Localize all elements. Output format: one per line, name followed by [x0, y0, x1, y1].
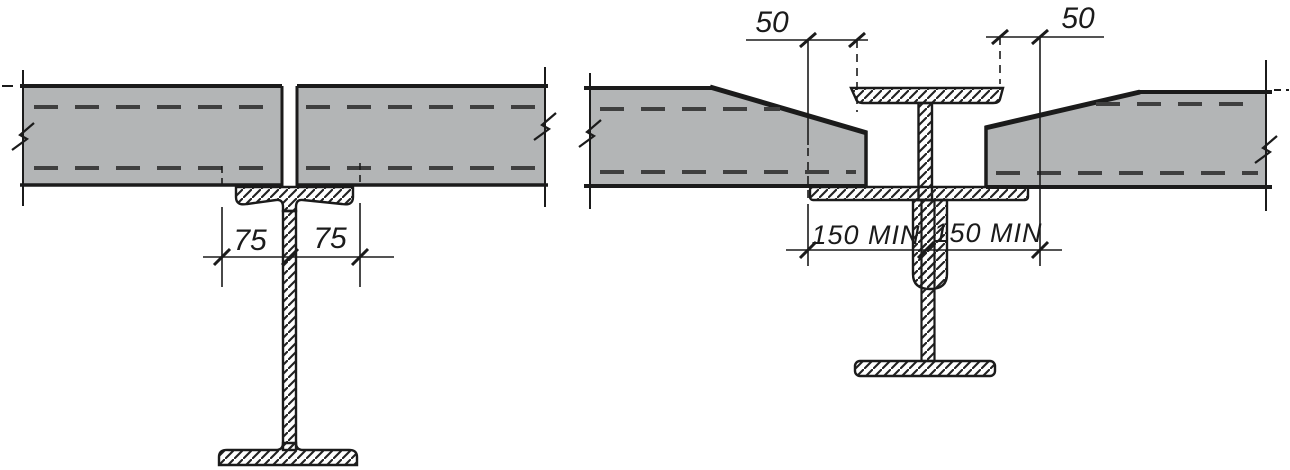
dimension-tick: [212, 247, 232, 267]
break-symbol: [578, 119, 602, 148]
dimension-tick: [1030, 240, 1050, 260]
dimension-tick: [916, 240, 936, 260]
hollow-core-slab-right: [297, 85, 545, 186]
dimension-tick: [350, 247, 370, 267]
hollow-core-slab-right: [986, 92, 1266, 187]
beam-web: [281, 209, 298, 452]
dimension-label-150min-right: 150 MIN: [933, 218, 1042, 248]
beam-top-tee-stem: [917, 101, 934, 202]
beam-bottom-flange: [853, 359, 997, 378]
break-symbol: [1254, 135, 1278, 164]
right-detail-slab-on-bottom-plate: 50 50 150 MIN 150 MIN: [578, 2, 1289, 378]
dimension-label-150min-left: 150 MIN: [811, 220, 920, 250]
dimension-tick: [280, 247, 300, 267]
hollow-core-slab-left: [590, 88, 866, 186]
break-symbol: [11, 122, 35, 151]
hollow-core-slab-left: [23, 85, 282, 186]
beam-top-flange: [849, 86, 1005, 105]
beam-bottom-flange: [217, 441, 359, 467]
dimension-label-75-left: 75: [233, 224, 267, 257]
slab-taper-edge: [709, 84, 868, 136]
beam-top-flange: [234, 185, 355, 213]
dimension-tick: [798, 240, 818, 260]
bearing-plate: [808, 185, 1030, 202]
slab-taper-edge: [984, 89, 1141, 131]
dimension-label-50-right: 50: [1061, 2, 1095, 35]
break-symbol: [533, 112, 557, 141]
left-detail-slab-on-top-flange: 75 75: [2, 67, 557, 467]
dimension-label-75-right: 75: [313, 222, 347, 255]
dimension-label-50-left: 50: [755, 6, 789, 39]
